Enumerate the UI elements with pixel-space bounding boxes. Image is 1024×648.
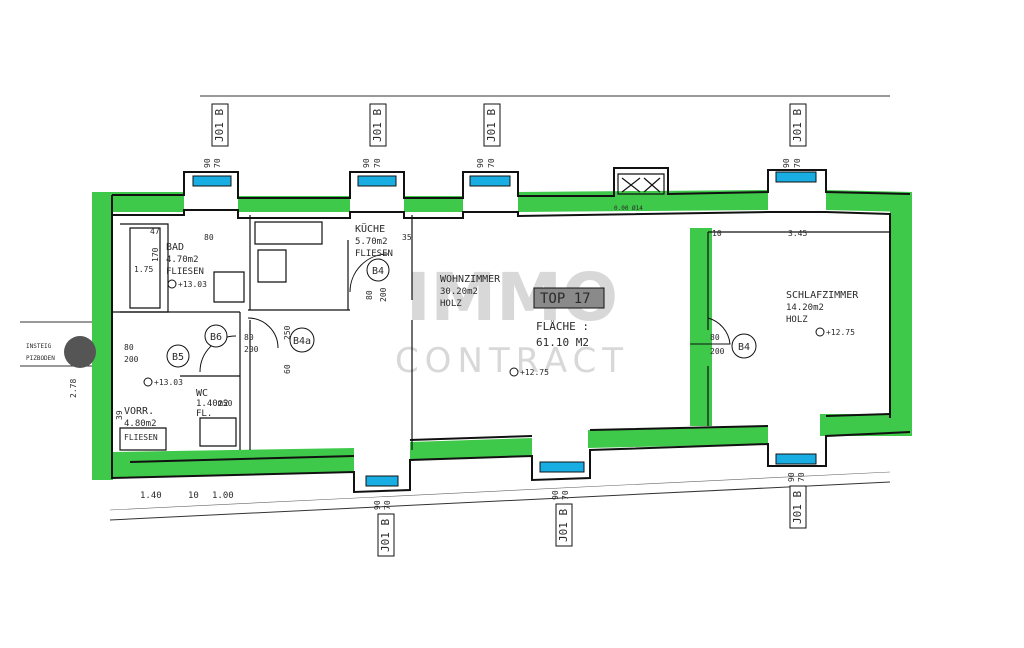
dim-door-80-vorr: 80 xyxy=(124,343,134,352)
window-tag-4: J01 B xyxy=(791,109,804,142)
room-area-wc: 1.40m2 xyxy=(196,399,229,409)
window-dim-w-1: 90 xyxy=(203,158,212,168)
window-tag-6: J01 B xyxy=(557,509,570,542)
room-floor-bad: FLIESEN xyxy=(166,267,204,277)
dim-door-200-vorr: 200 xyxy=(124,355,139,364)
door-tag-wc: B6 xyxy=(210,332,222,343)
dim-door-250: 250 xyxy=(283,325,292,340)
room-floor-wc: FL. xyxy=(196,409,212,419)
window-panes xyxy=(192,171,817,487)
entry-label-1: INSTEIG xyxy=(26,343,52,350)
dim-door-200-kitchen: 200 xyxy=(379,287,388,302)
door-tag-bedroom: B4 xyxy=(738,342,750,353)
dim-entry-278: 2.78 xyxy=(69,379,78,398)
window-dim-w-4: 90 xyxy=(782,158,791,168)
window-tag-7: J01 B xyxy=(791,491,804,524)
dim-door-80-wc: 80 xyxy=(244,333,254,342)
entry-door-marker xyxy=(64,336,96,368)
level-markers: +13.03 +13.03 +12.75 +12.75 xyxy=(143,279,855,387)
window-dim-h-7: 70 xyxy=(797,472,806,482)
room-area-kueche: 5.70m2 xyxy=(355,237,388,247)
room-area-wohn: 30.20m2 xyxy=(440,287,478,297)
window-dim-w-5: 90 xyxy=(373,500,382,510)
window-tag-3: J01 B xyxy=(485,109,498,142)
dim-door-200-bed: 200 xyxy=(710,347,725,356)
dim-bottom-100: 1.00 xyxy=(212,491,234,501)
dim-bath-h: 170 xyxy=(151,247,160,262)
dim-39: 39 xyxy=(115,410,124,420)
dim-bottom-10: 10 xyxy=(188,491,199,501)
window-dim-h-1: 70 xyxy=(213,158,222,168)
window-dim-w-2: 90 xyxy=(362,158,371,168)
door-tags: B4 B5 B6 B4a B4 xyxy=(166,258,757,368)
window-tag-1: J01 B xyxy=(213,109,226,142)
unit-area-value: 61.10 M2 xyxy=(536,336,589,349)
room-area-schlaf: 14.20m2 xyxy=(786,303,824,313)
room-labels: BAD 4.70m2 FLIESEN KÜCHE 5.70m2 FLIESEN … xyxy=(124,222,859,442)
dim-bath-w: 80 xyxy=(204,233,214,242)
door-tag-vorr: B5 xyxy=(172,352,184,363)
window-dim-h-5: 70 xyxy=(383,500,392,510)
dim-door-80-bed: 80 xyxy=(710,333,720,342)
door-tag-living: B4a xyxy=(293,336,311,347)
entry-label-2: PIZBODEN xyxy=(26,355,55,362)
bottom-reference-line-2 xyxy=(109,471,891,511)
room-floor-wohn: HOLZ xyxy=(440,299,462,309)
dim-47: 47 xyxy=(150,227,160,236)
dim-bath-len: 1.75 xyxy=(134,265,153,274)
level-schlaf: +12.75 xyxy=(826,328,855,337)
dim-35: 35 xyxy=(402,233,412,242)
room-floor-vorr: FLIESEN xyxy=(124,433,158,442)
window-dim-h-4: 70 xyxy=(793,158,802,168)
dim-10-bed: 10 xyxy=(712,229,722,238)
window-dim-w-7: 90 xyxy=(787,472,796,482)
room-floor-schlaf: HOLZ xyxy=(786,315,808,325)
window-tags-top: J01 B 90 70 J01 B 90 70 J01 B 90 70 J01 … xyxy=(203,103,807,168)
walls xyxy=(111,167,911,494)
room-name-wohn: WOHNZIMMER xyxy=(440,274,501,285)
dim-door-200-wc: 200 xyxy=(244,345,259,354)
window-dim-w-6: 90 xyxy=(551,490,560,500)
room-name-schlaf: SCHLAFZIMMER xyxy=(786,290,859,301)
level-vorr: +13.03 xyxy=(154,378,183,387)
dim-wc-250: 250 xyxy=(218,399,233,408)
room-area-bad: 4.70m2 xyxy=(166,255,199,265)
vent-label: 0.00 Ø14 xyxy=(614,205,643,212)
window-tag-2: J01 B xyxy=(371,109,384,142)
window-dim-h-2: 70 xyxy=(373,158,382,168)
unit-label: TOP 17 xyxy=(540,291,591,307)
window-dim-w-3: 90 xyxy=(476,158,485,168)
room-name-wc: WC xyxy=(196,388,208,399)
room-name-bad: BAD xyxy=(166,242,184,253)
level-bad: +13.03 xyxy=(178,280,207,289)
green-walls xyxy=(92,190,912,480)
room-area-vorr: 4.80m2 xyxy=(124,419,157,429)
door-tag-kitchen: B4 xyxy=(372,266,384,277)
unit-label-box xyxy=(533,287,605,309)
dim-bottom-140: 1.40 xyxy=(140,491,162,501)
level-wohn: +12.75 xyxy=(520,368,549,377)
window-tags-bottom: J01 B 90 70 J01 B 90 70 J01 B 90 70 xyxy=(373,472,807,557)
window-tag-5: J01 B xyxy=(379,519,392,552)
window-dim-h-3: 70 xyxy=(487,158,496,168)
dimension-labels: 80 170 1.75 47 80 200 80 200 80 200 80 2… xyxy=(69,227,807,501)
room-name-kueche: KÜCHE xyxy=(355,222,385,235)
dim-schlaf-w: 3.45 xyxy=(788,229,807,238)
bottom-reference-line xyxy=(109,481,891,521)
dim-door-80-kitchen: 80 xyxy=(365,290,374,300)
door-swings xyxy=(199,253,731,373)
room-floor-kueche: FLIESEN xyxy=(355,249,393,259)
unit-area-label: FLÄCHE : xyxy=(536,320,589,333)
room-name-vorr: VORR. xyxy=(124,406,154,417)
dim-door-60: 60 xyxy=(283,364,292,374)
watermark-text: CONTRACT xyxy=(395,341,629,381)
window-dim-h-6: 70 xyxy=(561,490,570,500)
